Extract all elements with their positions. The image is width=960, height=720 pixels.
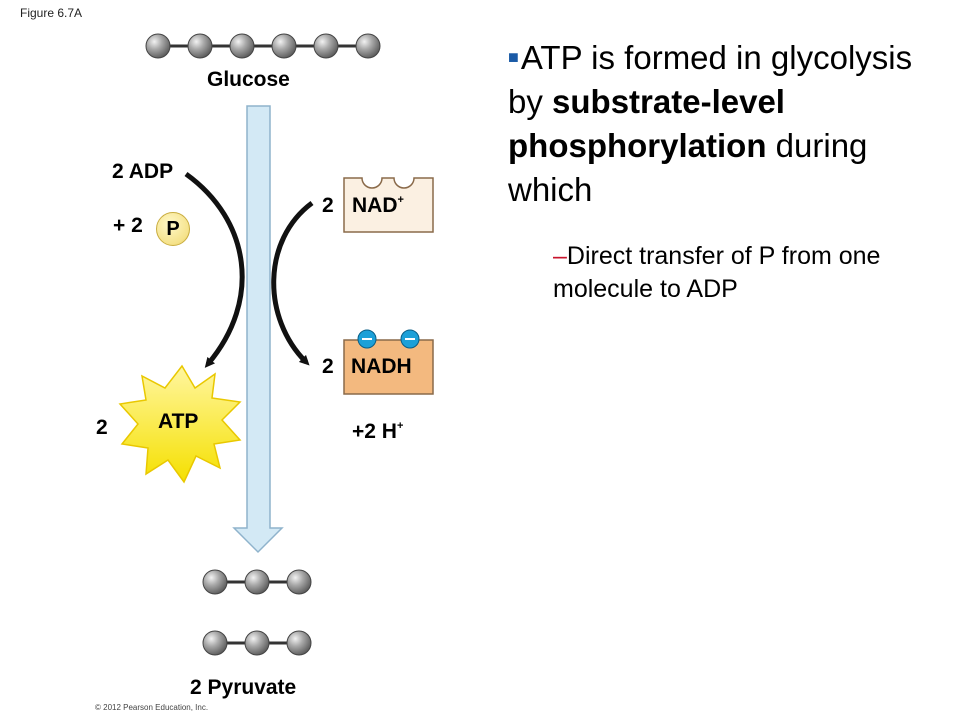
nad-name: NAD [352,194,398,217]
main-bullet: ■ATP is formed in glycolysis by substrat… [508,35,928,212]
hydrogen-label: +2 H+ [352,420,403,444]
phosphate-icon: P [156,212,190,246]
sub-bullet: –Direct transfer of P from one molecule … [553,240,933,306]
nad-label: NAD+ [352,194,404,218]
pyruvate-label: 2 Pyruvate [190,676,297,699]
nad-box [343,177,434,233]
carbon-atom [271,33,297,59]
bullet-text-part2: during which [508,127,868,208]
sub-bullet-text: Direct transfer of P from one molecule t… [553,242,881,303]
adp-to-atp-arrow [184,171,245,368]
carbon-atom [286,630,312,656]
bullet-bold-term: substrate-level phosphorylation [508,83,785,164]
hydrogen-charge: + [396,420,404,432]
sub-bullet-dash: – [553,242,567,270]
carbon-atom [286,569,312,595]
carbon-atom [355,33,381,59]
atp-label: ATP [158,410,199,433]
atp-burst-icon [118,364,242,484]
glycolysis-pathway-arrow [232,105,284,554]
nad-charge: + [397,194,404,206]
carbon-atom [145,33,171,59]
atp-coefficient: 2 [96,416,108,439]
carbon-atom [202,630,228,656]
plus-two-label: + 2 [113,214,143,237]
carbon-atom [187,33,213,59]
carbon-atom [202,569,228,595]
figure-label: Figure 6.7A [20,6,83,20]
glucose-molecule [145,33,381,59]
nadh-box [343,339,434,395]
carbon-atom [244,569,270,595]
glucose-label: Glucose [207,68,290,91]
hydrogen-text: +2 H [352,420,397,443]
phosphate-symbol: P [166,217,180,240]
bullet-square-icon: ■ [508,47,519,67]
carbon-atom [313,33,339,59]
adp-label: 2 ADP [112,160,174,183]
bullet-text-part1: ATP is formed in glycolysis by [508,39,913,120]
pyruvate-molecule [202,630,312,656]
nad-to-nadh-arrow [271,200,314,366]
nadh-coefficient: 2 [322,355,334,378]
nad-coefficient: 2 [322,194,334,217]
carbon-atom [244,630,270,656]
carbon-atom [229,33,255,59]
nadh-label: NADH [351,355,412,378]
copyright-notice: © 2012 Pearson Education, Inc. [95,703,209,712]
pyruvate-molecule [202,569,312,595]
